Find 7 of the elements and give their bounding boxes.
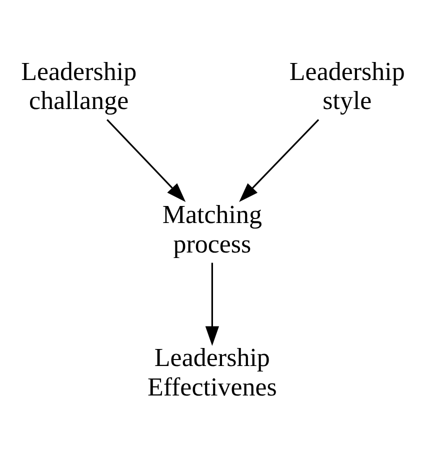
arrow (205, 262, 220, 346)
arrow (106, 119, 186, 202)
arrow (239, 119, 320, 202)
node-text: Leadership challange (21, 56, 137, 116)
node-text: Leadership Effectivenes (147, 343, 277, 402)
node-text: Leadership style (289, 56, 405, 116)
node-text: Matching process (162, 200, 262, 258)
